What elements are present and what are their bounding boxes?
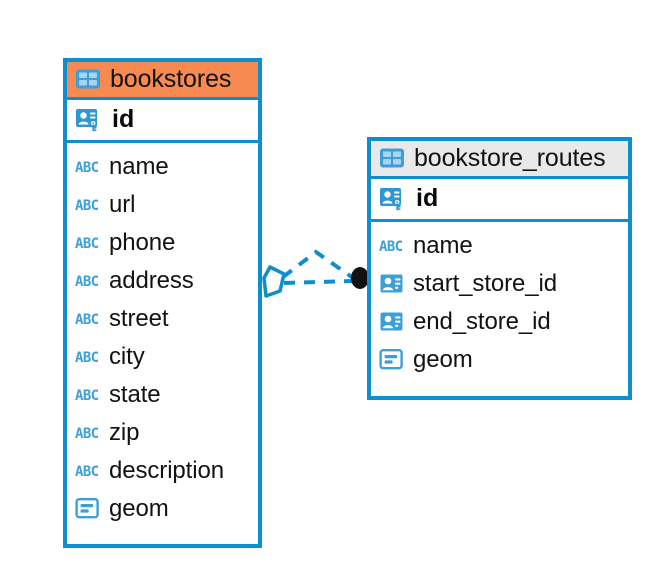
- column-label: phone: [109, 229, 176, 257]
- text-type-icon: ABC: [75, 386, 101, 404]
- svg-text:ABC: ABC: [75, 350, 99, 366]
- column-row[interactable]: ABC name: [379, 227, 620, 265]
- svg-text:ABC: ABC: [75, 236, 99, 252]
- geometry-type-icon: [379, 348, 405, 372]
- column-label: city: [109, 343, 145, 371]
- text-type-icon: ABC: [75, 272, 101, 290]
- column-row[interactable]: start_store_id: [379, 265, 620, 303]
- column-row[interactable]: ABC address: [75, 262, 250, 300]
- primary-key-icon: [379, 185, 407, 213]
- primary-key-label-bookstores: id: [112, 105, 135, 134]
- many-diamond-marker: [262, 265, 286, 298]
- primary-key-row-bookstore-routes[interactable]: id: [371, 176, 628, 223]
- column-row[interactable]: ABC name: [75, 148, 250, 186]
- column-label: geom: [413, 346, 473, 374]
- column-label: name: [109, 153, 169, 181]
- svg-text:ABC: ABC: [379, 239, 403, 255]
- column-label: url: [109, 191, 136, 219]
- svg-text:ABC: ABC: [75, 464, 99, 480]
- relationship-line-arched: [281, 249, 358, 282]
- column-label: start_store_id: [413, 270, 558, 298]
- column-list-bookstores: ABC name ABC url ABC pho: [67, 143, 258, 532]
- text-type-icon: ABC: [75, 348, 101, 366]
- entity-title-bookstore-routes: bookstore_routes: [414, 144, 606, 172]
- text-type-icon: ABC: [75, 196, 101, 214]
- text-type-icon: ABC: [75, 310, 101, 328]
- column-row[interactable]: end_store_id: [379, 303, 620, 341]
- svg-text:ABC: ABC: [75, 274, 99, 290]
- entity-header-bookstore-routes[interactable]: bookstore_routes: [371, 141, 628, 177]
- column-row[interactable]: geom: [75, 490, 250, 528]
- column-label: zip: [109, 419, 140, 447]
- entity-header-bookstores[interactable]: bookstores: [67, 62, 258, 98]
- table-icon: [75, 66, 101, 92]
- svg-text:ABC: ABC: [75, 160, 99, 176]
- column-label: geom: [109, 495, 169, 523]
- column-label: state: [109, 381, 161, 409]
- column-label: address: [109, 267, 194, 295]
- column-row[interactable]: ABC zip: [75, 414, 250, 452]
- foreign-key-icon: [379, 271, 405, 297]
- primary-key-icon: [75, 106, 103, 134]
- relationship-line-straight: [283, 279, 355, 285]
- svg-text:ABC: ABC: [75, 198, 99, 214]
- column-label: street: [109, 305, 169, 333]
- column-label: name: [413, 232, 473, 260]
- text-type-icon: ABC: [75, 462, 101, 480]
- column-row[interactable]: ABC phone: [75, 224, 250, 262]
- entity-title-bookstores: bookstores: [110, 65, 232, 93]
- column-row[interactable]: ABC state: [75, 376, 250, 414]
- svg-text:ABC: ABC: [75, 426, 99, 442]
- table-icon: [379, 145, 405, 171]
- column-list-bookstore-routes: ABC name start_store_id: [371, 222, 628, 383]
- column-row[interactable]: ABC url: [75, 186, 250, 224]
- column-label: end_store_id: [413, 308, 551, 336]
- column-row[interactable]: ABC city: [75, 338, 250, 376]
- svg-text:ABC: ABC: [75, 312, 99, 328]
- geometry-type-icon: [75, 497, 101, 521]
- text-type-icon: ABC: [75, 158, 101, 176]
- column-label: description: [109, 457, 224, 485]
- column-row[interactable]: geom: [379, 341, 620, 379]
- text-type-icon: ABC: [75, 234, 101, 252]
- column-row[interactable]: ABC description: [75, 452, 250, 490]
- foreign-key-icon: [379, 309, 405, 335]
- column-row[interactable]: ABC street: [75, 300, 250, 338]
- svg-text:ABC: ABC: [75, 388, 99, 404]
- entity-table-bookstores[interactable]: bookstores id: [63, 58, 262, 548]
- entity-table-bookstore-routes[interactable]: bookstore_routes id: [367, 137, 632, 400]
- text-type-icon: ABC: [379, 237, 405, 255]
- primary-key-row-bookstores[interactable]: id: [67, 97, 258, 144]
- primary-key-label-bookstore-routes: id: [416, 184, 439, 213]
- text-type-icon: ABC: [75, 424, 101, 442]
